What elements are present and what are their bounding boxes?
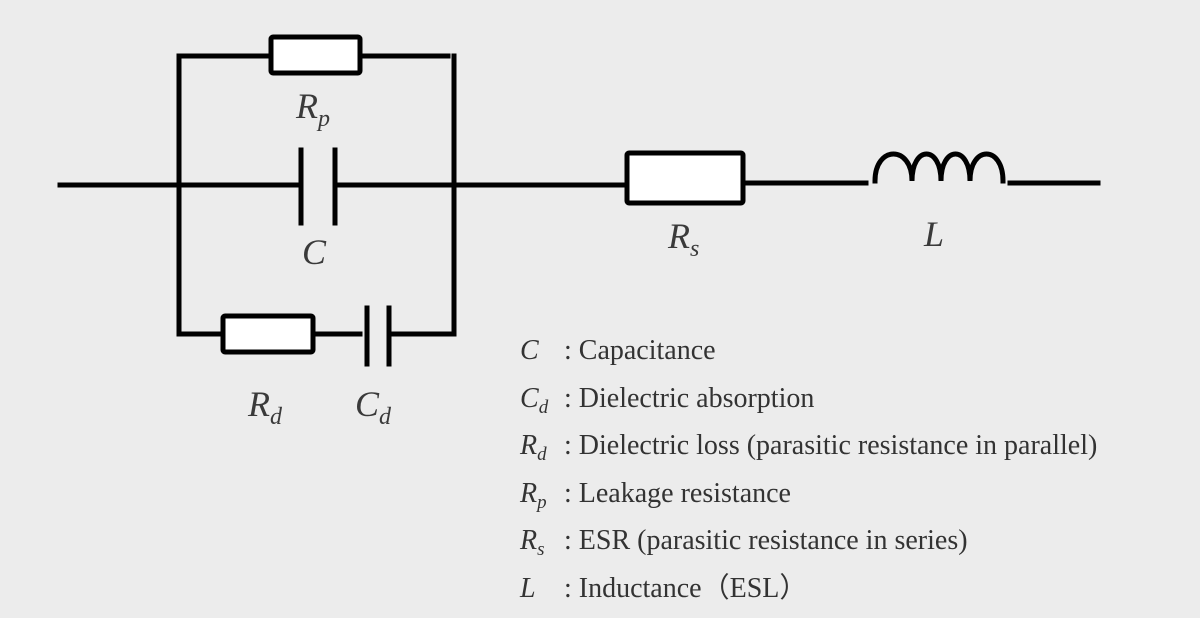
resistor-rs [624,150,746,206]
label-rs-symbol: R [668,216,690,256]
legend: C : Capacitance Cd : Dielectric absorpti… [520,332,1097,618]
label-c: C [302,234,326,270]
legend-description: : Dielectric absorption [564,382,815,414]
circuit-diagram [57,34,1101,367]
legend-item: Rs : ESR (parasitic resistance in series… [520,522,1097,570]
legend-item: L : Inductance（ESL） [520,570,1097,618]
label-rp-symbol: R [296,86,318,126]
legend-description: : Capacitance [564,335,716,366]
legend-item: Rp : Leakage resistance [520,475,1097,523]
legend-item: C : Capacitance [520,332,1097,380]
legend-description: : Inductance（ESL） [564,572,808,604]
legend-symbol: Rd [520,430,547,466]
resistor-rd [220,313,316,355]
resistor-rp [268,34,363,76]
legend-symbol: Cd [520,382,549,418]
legend-item: Rd : Dielectric loss (parasitic resistan… [520,427,1097,475]
legend-description: : ESR (parasitic resistance in series) [564,525,968,557]
legend-symbol: Rs [520,525,545,561]
label-cd: Cd [355,386,391,429]
label-rp: Rp [296,88,330,131]
legend-symbol: Rp [520,477,547,513]
label-rs: Rs [668,218,699,261]
legend-description: : Leakage resistance [564,477,791,509]
legend-symbol: C [520,335,539,366]
legend-item: Cd : Dielectric absorption [520,380,1097,428]
label-rd: Rd [248,386,282,429]
legend-description: : Dielectric loss (parasitic resistance … [564,430,1098,462]
label-cd-symbol: C [355,384,380,424]
label-rd-sub: d [270,404,282,430]
label-l-symbol: L [924,214,945,254]
legend-symbol: L [520,572,536,604]
label-c-symbol: C [302,232,327,272]
label-rp-sub: p [318,106,330,132]
label-cd-sub: d [379,404,392,430]
label-l: L [924,216,944,252]
label-rs-sub: s [690,236,700,262]
label-rd-symbol: R [248,384,270,424]
inductor-l [872,151,1006,184]
